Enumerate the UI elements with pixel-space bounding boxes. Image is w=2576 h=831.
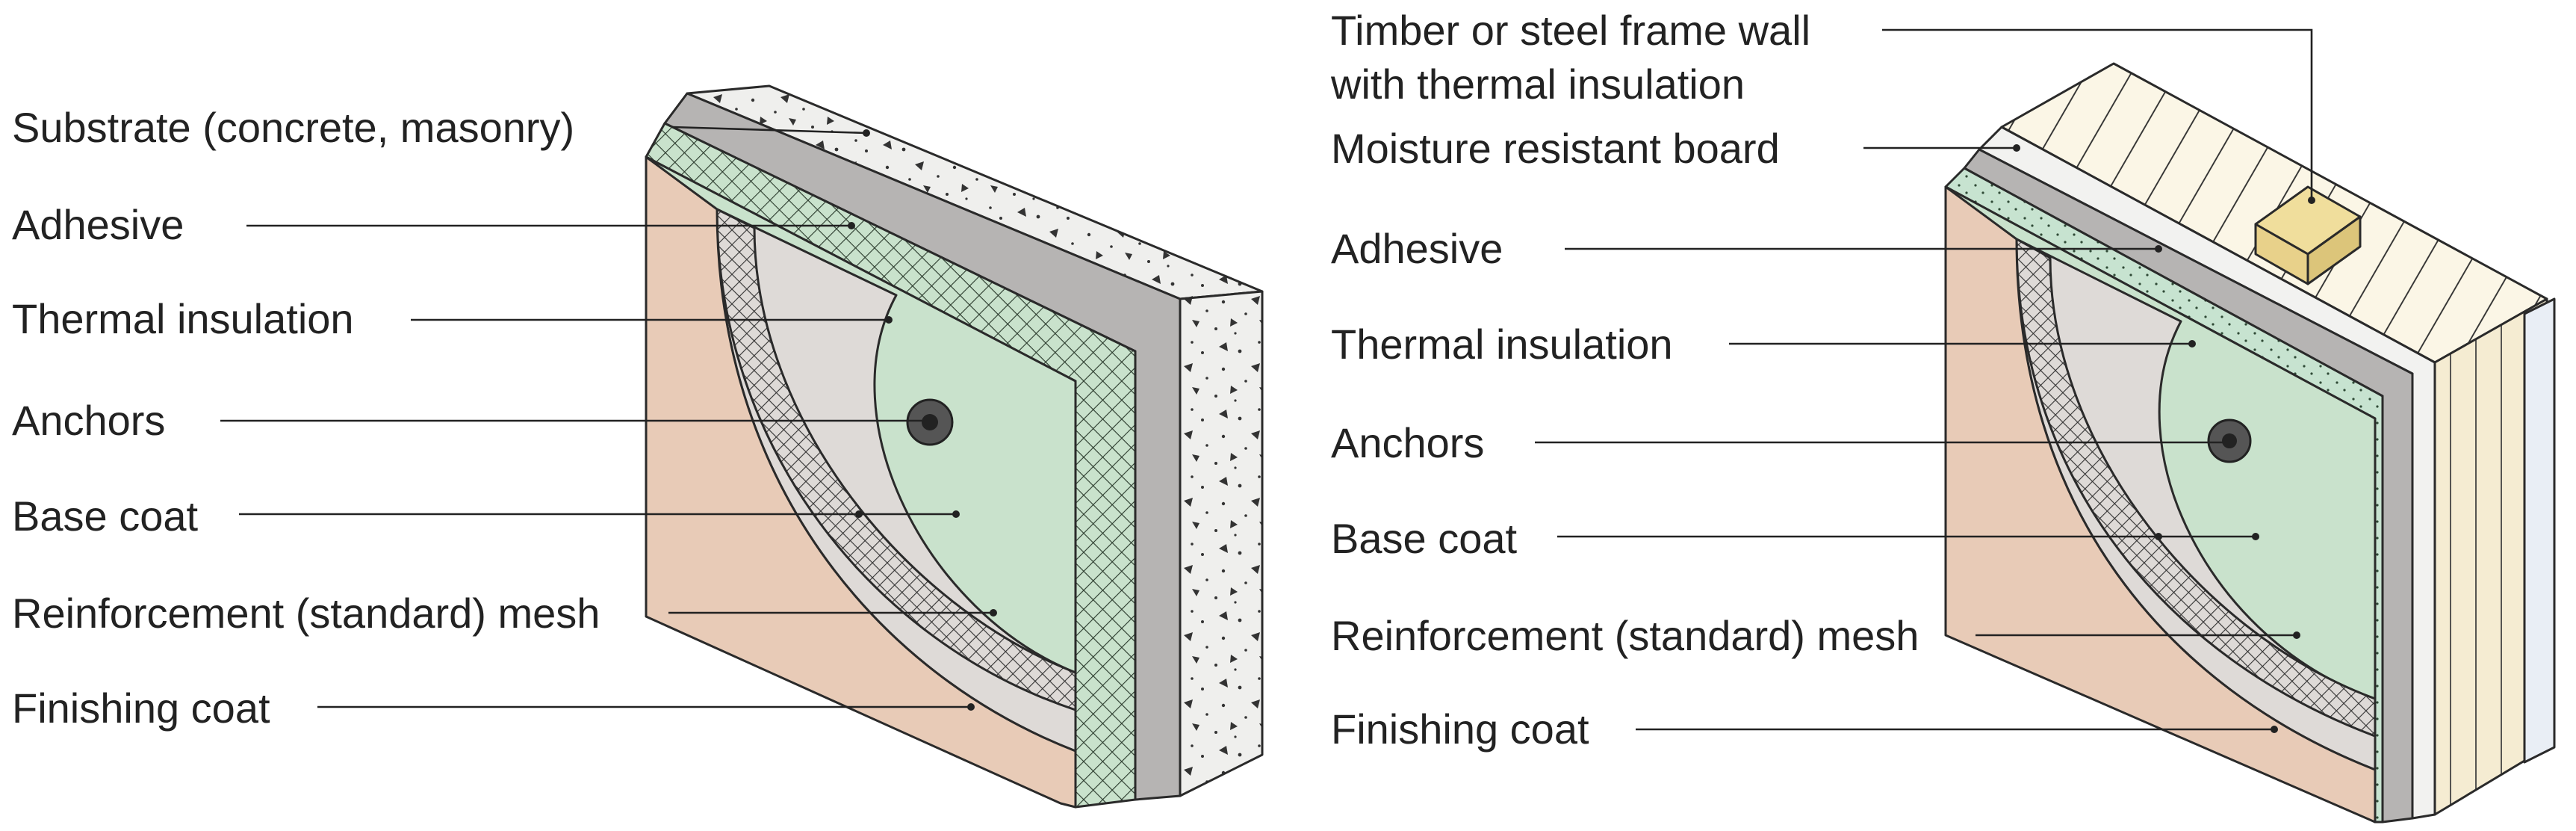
timber-stud (2254, 185, 2362, 285)
left-substrate-side (1179, 290, 1264, 797)
left-label-anchors: Anchors (12, 397, 165, 444)
left-mesh-band (716, 208, 1077, 711)
right-anchor (2207, 418, 2252, 463)
left-label-substrate: Substrate (concrete, masonry) (12, 104, 574, 151)
right-labels: Timber or steel frame wall with thermal … (1330, 7, 2315, 753)
right-label-insulation: Thermal insulation (1331, 321, 1673, 368)
left-assembly (645, 84, 1264, 809)
right-assembly (1944, 62, 2556, 824)
left-label-adhesive: Adhesive (12, 201, 184, 248)
left-label-mesh: Reinforcement (standard) mesh (12, 590, 600, 637)
right-label-frame-line1: Timber or steel frame wall (1331, 7, 1810, 54)
right-label-board: Moisture resistant board (1331, 125, 1780, 172)
right-label-finish: Finishing coat (1331, 705, 1589, 753)
right-label-adhesive: Adhesive (1331, 225, 1503, 272)
right-label-anchors: Anchors (1331, 419, 1484, 466)
right-label-mesh: Reinforcement (standard) mesh (1331, 612, 1919, 659)
left-finish-coat (645, 155, 1077, 809)
left-anchor (906, 398, 954, 446)
right-label-basecoat: Base coat (1331, 515, 1517, 562)
left-label-basecoat: Base coat (12, 492, 198, 540)
right-label-frame-line2: with thermal insulation (1330, 61, 1745, 108)
right-mesh-band (2015, 238, 2377, 738)
left-labels: Substrate (concrete, masonry) Adhesive T… (12, 104, 997, 732)
left-label-finish: Finishing coat (12, 685, 270, 732)
left-label-insulation: Thermal insulation (12, 295, 354, 342)
right-outer-board (2523, 297, 2556, 764)
